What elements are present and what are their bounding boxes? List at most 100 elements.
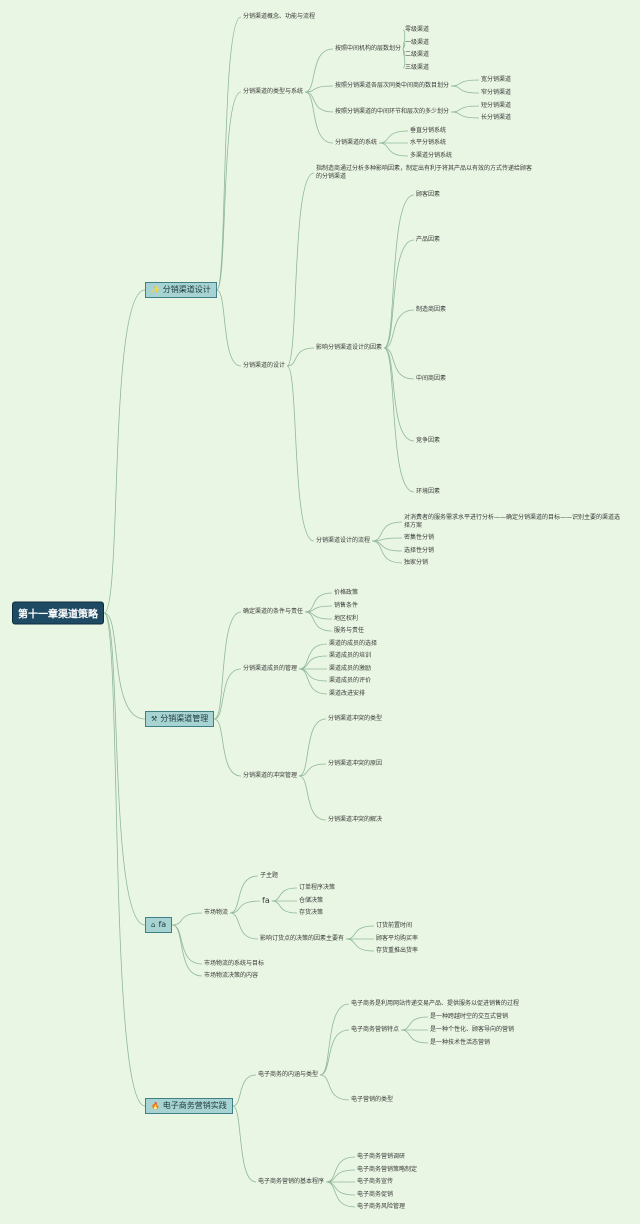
topic-3-1-4[interactable]: 电子商务风险管理: [357, 1203, 406, 1210]
connector-line: [103, 612, 146, 720]
topic-1-2-0[interactable]: 分销渠道冲突的类型: [328, 715, 383, 722]
connector-line: [230, 900, 261, 914]
topic-1-1-0[interactable]: 渠道的成员的选择: [329, 640, 378, 647]
connector-line: [383, 309, 415, 349]
topic-3-0-1-1[interactable]: 是一种个性化、顾客导向的营销: [430, 1026, 515, 1033]
main-branch-3[interactable]: 🔥电子商务营销实践: [145, 1098, 233, 1114]
topic-1-0-2[interactable]: 地区权利: [334, 615, 359, 622]
connector-line: [383, 347, 415, 493]
topic-2-0-2-2[interactable]: 存货重推出货率: [376, 947, 419, 954]
connector-line: [383, 194, 415, 349]
topic-0-2-0[interactable]: 指制造商通过分析多种影响因素，制定出有利于将其产品以有效的方式传递给顾客的分销渠…: [316, 165, 533, 180]
connector-line: [345, 925, 375, 940]
topic-3-1[interactable]: 电子商务营销的基本程序: [258, 1178, 325, 1185]
connector-line: [325, 1156, 356, 1183]
sparkle-icon: ✨: [151, 286, 160, 294]
topic-2-0-1-1[interactable]: 仓储决策: [299, 897, 324, 904]
topic-0-2-2-1[interactable]: 密集性分销: [404, 534, 435, 541]
topic-2-0-0[interactable]: 子主题: [260, 872, 279, 879]
topic-0-2-1-5[interactable]: 环境因素: [416, 488, 441, 495]
topic-2-0[interactable]: 市场物流: [204, 909, 229, 916]
main-branch-label: 电子商务营销实践: [162, 1101, 227, 1110]
topic-3-0-1-2[interactable]: 是一种技术性活态营销: [430, 1039, 491, 1046]
topic-1-0-3[interactable]: 服务与责任: [334, 627, 365, 634]
topic-1-0[interactable]: 确定渠道的条件与责任: [243, 608, 304, 615]
topic-3-1-1[interactable]: 电子商务营销策略制定: [357, 1166, 418, 1173]
topic-2-2[interactable]: 市场物流决策的内容: [204, 972, 259, 979]
topic-3-1-2[interactable]: 电子商务宣传: [357, 1178, 394, 1185]
topic-0-1-3[interactable]: 分销渠道的系统: [335, 139, 378, 146]
topic-1-1-1[interactable]: 渠道成员的培训: [329, 652, 372, 659]
topic-0-1-3-2[interactable]: 多渠道分销系统: [410, 152, 453, 159]
topic-0-1-1-1[interactable]: 窄分销渠道: [481, 89, 512, 96]
topic-0-2-1-0[interactable]: 顾客因素: [416, 191, 441, 198]
topic-0-1-2-0[interactable]: 短分销渠道: [481, 102, 512, 109]
connector-line: [216, 16, 242, 291]
topic-0-1-2[interactable]: 按照分销渠道的中间环节和层次的多少划分: [335, 108, 450, 115]
connector-line: [103, 289, 146, 614]
topic-2-0-2-0[interactable]: 订货前置时间: [376, 922, 413, 929]
topic-1-0-0[interactable]: 价格政策: [334, 589, 359, 596]
topic-0-1-1-0[interactable]: 宽分销渠道: [481, 76, 512, 83]
topic-3-1-3[interactable]: 电子商务促销: [357, 1191, 394, 1198]
topic-0-2-1-1[interactable]: 产品因素: [416, 236, 441, 243]
topic-0-1-0-3[interactable]: 三级渠道: [405, 64, 430, 71]
topic-1-2[interactable]: 分销渠道的冲突管理: [243, 772, 298, 779]
connector-line: [451, 105, 480, 113]
topic-3-0-2[interactable]: 电子营销的类型: [351, 1096, 394, 1103]
topic-0-2-1[interactable]: 影响分销渠道设计的因素: [316, 344, 383, 351]
topic-2-0-2[interactable]: 影响订货点的决策的因素主要有: [260, 935, 345, 942]
connector-line: [216, 91, 242, 291]
topic-3-0[interactable]: 电子商务的内涵与类型: [258, 1071, 319, 1078]
topic-0-1[interactable]: 分销渠道的类型与系统: [243, 88, 304, 95]
topic-1-1[interactable]: 分销渠道成员的管理: [243, 665, 298, 672]
connector-line: [304, 48, 334, 93]
topic-0-2-1-2[interactable]: 制造商因素: [416, 306, 447, 313]
connector-line: [383, 347, 415, 442]
topic-0-1-1[interactable]: 按照分销渠道各层次同类中间商的数目划分: [335, 82, 450, 89]
topic-3-1-0[interactable]: 电子商务营销调研: [357, 1153, 406, 1160]
topic-0-2-2-0[interactable]: 对消费者的服务需求水平进行分析——确定分销渠道的目标——识别主要的渠道选择方案: [404, 514, 621, 529]
topic-2-0-2-1[interactable]: 顾客平均购买率: [376, 935, 419, 942]
topic-0-2[interactable]: 分销渠道的设计: [243, 362, 286, 369]
topic-2-0-1-0[interactable]: 订单程序决策: [299, 884, 336, 891]
connector-line: [214, 668, 242, 720]
topic-0-2-1-3[interactable]: 中间商因素: [416, 375, 447, 382]
topic-3-0-1-0[interactable]: 是一种跨越时空的交互式营销: [430, 1013, 509, 1020]
topic-1-1-3[interactable]: 渠道成员的评价: [329, 677, 372, 684]
topic-0-0[interactable]: 分销渠道概念、功能与流程: [243, 13, 316, 20]
topic-0-2-2-2[interactable]: 选择性分销: [404, 547, 435, 554]
topic-0-2-2[interactable]: 分销渠道设计的流程: [316, 537, 371, 544]
connector-line: [213, 611, 242, 720]
topic-0-1-0[interactable]: 按照中间机构的层数划分: [335, 45, 402, 52]
connector-line: [232, 1105, 257, 1183]
main-branch-1[interactable]: ⚒分销渠道管理: [145, 711, 215, 727]
connector-line: [304, 611, 333, 632]
topic-3-0-0[interactable]: 电子商务是利用网站传递交易产品、提供服务以促进销售的过程: [351, 1000, 520, 1007]
topic-2-1[interactable]: 市场物流的系统与目标: [204, 960, 265, 967]
topic-0-1-3-0[interactable]: 垂直分销系统: [410, 127, 447, 134]
main-branch-2[interactable]: ⌂fa: [145, 917, 173, 933]
topic-1-1-4[interactable]: 渠道改进安排: [329, 690, 366, 697]
main-branch-0[interactable]: ✨分销渠道设计: [145, 282, 217, 298]
root-topic[interactable]: 第十一章渠道策略: [12, 601, 104, 625]
tools-icon: ⚒: [151, 715, 158, 723]
topic-0-1-2-1[interactable]: 长分销渠道: [481, 114, 512, 121]
connector-line: [286, 172, 315, 367]
topic-0-2-1-4[interactable]: 竞争因素: [416, 437, 441, 444]
topic-0-1-0-1[interactable]: 一级渠道: [405, 39, 430, 46]
topic-0-1-0-0[interactable]: 零级渠道: [405, 26, 430, 33]
topic-1-1-2[interactable]: 渠道成员的激励: [329, 665, 372, 672]
topic-0-2-2-3[interactable]: 独家分销: [404, 559, 429, 566]
connector-line: [298, 775, 327, 821]
topic-3-0-1[interactable]: 电子商务营销特点: [351, 1026, 400, 1033]
topic-0-1-0-2[interactable]: 二级渠道: [405, 51, 430, 58]
topic-1-0-1[interactable]: 销售条件: [334, 602, 359, 609]
topic-1-2-1[interactable]: 分销渠道冲突的原因: [328, 760, 383, 767]
topic-1-2-2[interactable]: 分销渠道冲突的解决: [328, 816, 383, 823]
topic-2-0-1-2[interactable]: 存货决策: [299, 909, 324, 916]
topic-2-0-1[interactable]: fa: [262, 896, 270, 905]
topic-0-1-3-1[interactable]: 水平分销系统: [410, 139, 447, 146]
connector-line: [400, 1029, 429, 1044]
main-branch-label: 分销渠道管理: [160, 714, 209, 723]
